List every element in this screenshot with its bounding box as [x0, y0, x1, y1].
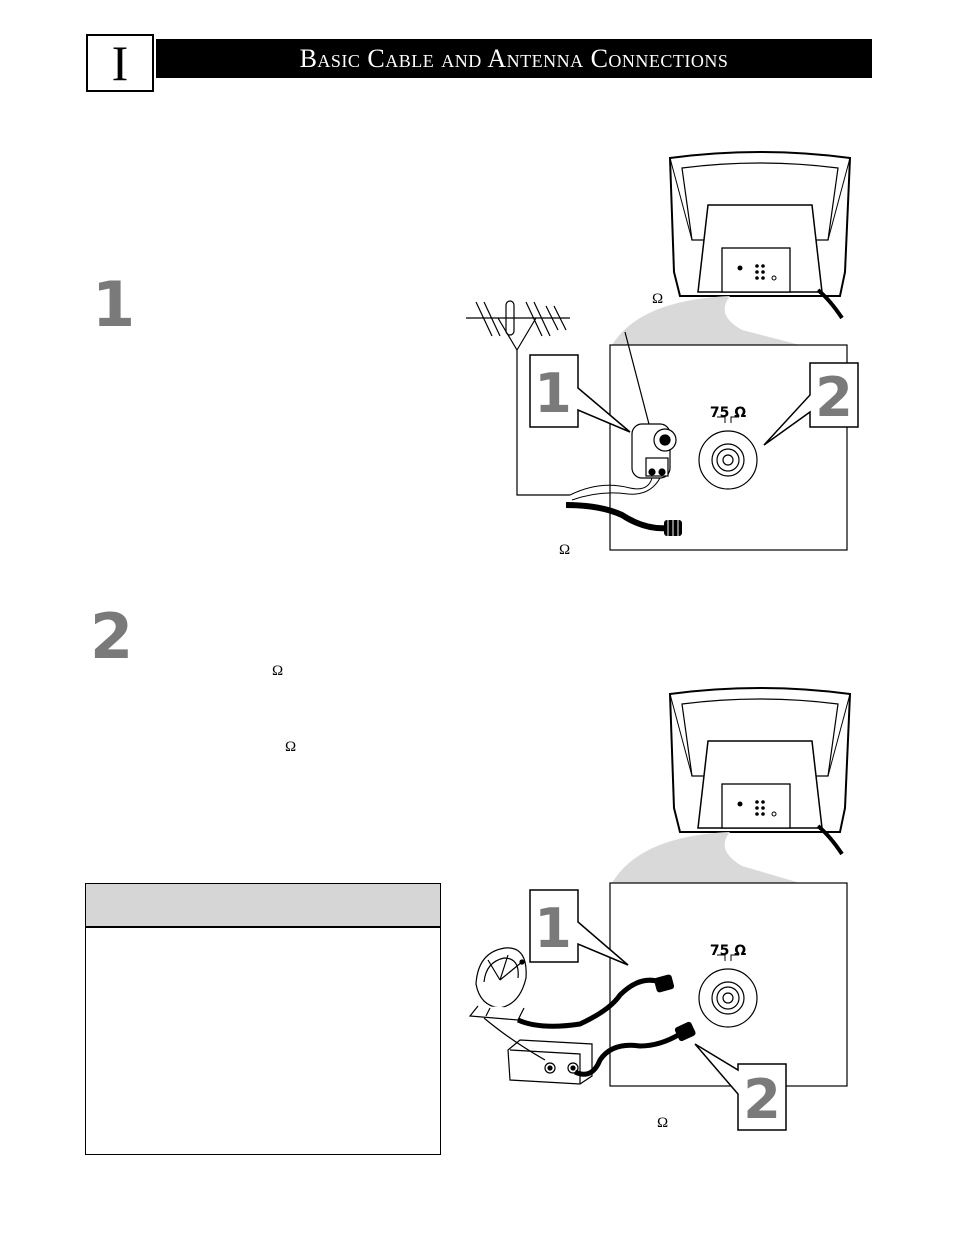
callout-number: 1	[534, 897, 572, 960]
callout-2: 2	[694, 1043, 787, 1131]
dish-cable	[483, 1017, 546, 1061]
coax-connector	[654, 974, 675, 993]
omega-symbol: Ω	[285, 739, 297, 755]
tv-back-illustration	[668, 150, 852, 320]
section-letter-box: I	[86, 34, 154, 92]
omega-symbol: Ω	[657, 1115, 669, 1131]
zoom-swoosh	[612, 296, 800, 345]
tv-back-illustration	[668, 686, 852, 856]
signal-box-icon	[507, 1039, 593, 1085]
antenna-icon	[466, 300, 651, 496]
note-box-header	[86, 884, 440, 928]
callout-2: 2	[763, 362, 859, 446]
matching-transformer-icon	[631, 423, 677, 479]
coax-cable	[565, 502, 669, 532]
page-title: Basic Cable and Antenna Connections	[299, 43, 729, 73]
coax-connector	[674, 1021, 696, 1042]
zoom-swoosh	[612, 832, 800, 883]
callout-1: 1	[529, 354, 631, 433]
twin-lead-wire	[569, 477, 653, 496]
omega-symbol: Ω	[272, 663, 284, 679]
callout-number: 2	[815, 366, 853, 429]
omega-symbol: Ω	[559, 542, 571, 558]
step-number-2: 2	[90, 600, 134, 673]
note-box	[85, 883, 441, 1155]
twin-lead-wire	[571, 477, 661, 501]
coax-cable	[573, 1031, 682, 1077]
step-number-1: 1	[92, 268, 136, 341]
satellite-dish-icon	[468, 947, 527, 1021]
callout-1: 1	[529, 889, 629, 966]
page-title-bar: Basic Cable and Antenna Connections	[156, 39, 872, 78]
callout-number: 1	[534, 362, 572, 425]
coax-connector	[664, 520, 682, 536]
callout-number: 2	[743, 1068, 781, 1131]
jack-rating-label: 75 Ω	[710, 405, 746, 421]
omega-symbol: Ω	[652, 291, 664, 307]
coax-cable	[516, 977, 661, 1029]
jack-rating-label: 75 Ω	[710, 943, 746, 959]
section-letter: I	[111, 35, 129, 91]
